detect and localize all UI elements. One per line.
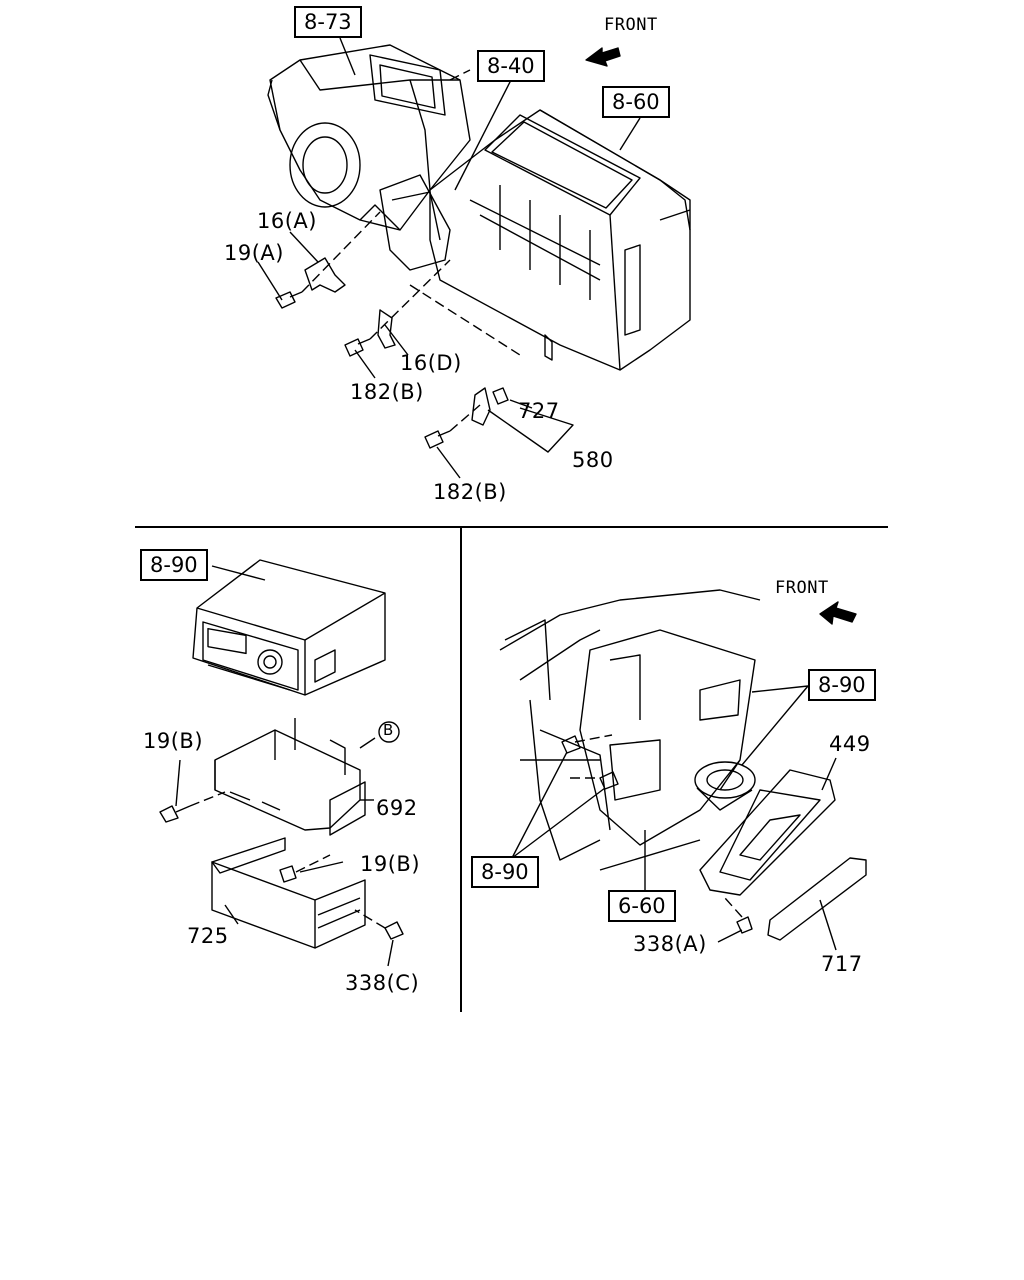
part-label-19a: 19(A): [224, 241, 284, 265]
part-label-182b-2: 182(B): [433, 480, 507, 504]
part-label-338c: 338(C): [345, 971, 420, 995]
bolt-182b-2: [424, 430, 451, 449]
screws-bottom-right: [561, 735, 753, 934]
part-label-182b-1: 182(B): [350, 380, 424, 404]
part-label-338a: 338(A): [633, 932, 707, 956]
bolt-182b-1: [344, 338, 371, 357]
marker-b: B: [383, 721, 394, 739]
bracket-16d: [377, 309, 396, 349]
part-label-580: 580: [572, 448, 614, 472]
ref-box-8-73: 8-73: [294, 6, 362, 39]
evaporator-case-drawing: [429, 109, 691, 371]
front-arrow-top: [585, 47, 621, 67]
ref-box-8-60: 8-60: [602, 86, 670, 119]
ref-box-8-90-right: 8-90: [808, 669, 876, 702]
audio-unit-drawing: [192, 559, 386, 696]
part-label-16d: 16(D): [400, 351, 462, 375]
heater-core-drawing: [379, 174, 451, 271]
front-arrow-right: [819, 601, 857, 625]
ref-box-8-90-left: 8-90: [140, 549, 208, 582]
trim-725-drawing: [211, 837, 366, 949]
blower-unit-drawing: [267, 44, 471, 231]
part-label-449: 449: [829, 732, 871, 756]
bolt-19a: [275, 291, 303, 309]
part-label-16a: 16(A): [257, 209, 317, 233]
part-label-692: 692: [376, 796, 418, 820]
part-label-727: 727: [518, 399, 560, 423]
part-label-725: 725: [187, 924, 229, 948]
ref-box-8-40: 8-40: [477, 50, 545, 83]
clip-727: [492, 387, 509, 405]
part-label-717: 717: [821, 952, 863, 976]
screws-bottom-left: [159, 805, 404, 940]
marker-b-circle: [378, 721, 400, 743]
part-label-19b-2: 19(B): [360, 852, 421, 876]
bracket-580: [471, 387, 491, 426]
vent-duct-drawing: [694, 761, 756, 811]
bracket-692-drawing: [214, 729, 366, 836]
part-label-19b-1: 19(B): [143, 729, 204, 753]
bracket-16a: [304, 257, 346, 293]
ref-box-6-60: 6-60: [608, 890, 676, 923]
front-label-top: FRONT: [604, 15, 658, 35]
dash-panel-drawing: [499, 589, 761, 871]
lid-717-drawing: [767, 857, 867, 941]
glovebox-449-drawing: [699, 769, 836, 896]
front-label-right: FRONT: [775, 578, 829, 598]
ref-box-8-90-lower: 8-90: [471, 856, 539, 889]
